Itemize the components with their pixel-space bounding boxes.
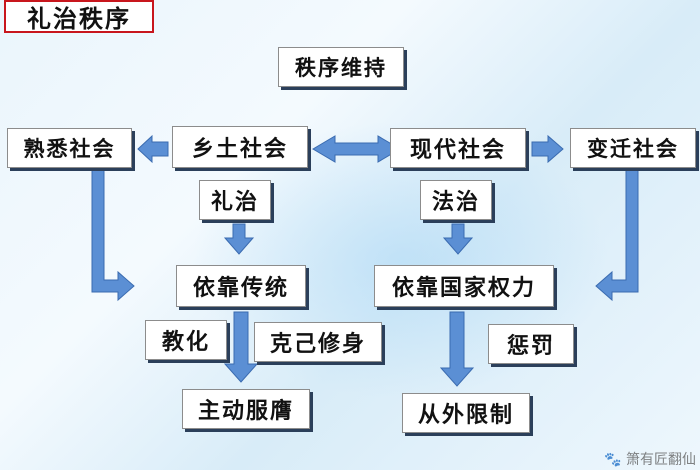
arrow-modern-to-changing [531,134,564,164]
arrow-rural-to-familiar [137,134,169,164]
node-rural-society: 乡土社会 [172,126,308,168]
node-punishment: 惩罚 [488,324,574,364]
diagram-title: 礼治秩序 [4,0,154,33]
arrow-familiar-to-tradition [91,167,135,302]
node-rely-tradition: 依靠传统 [176,265,306,307]
node-familiar-society: 熟悉社会 [7,128,132,168]
node-rule-by-law: 法治 [420,180,492,220]
arrow-changing-to-state [595,167,639,302]
arrow-rites-to-tradition [223,223,255,255]
node-self-cultivation: 克己修身 [254,322,382,362]
node-order-maintain: 秩序维持 [278,47,404,87]
node-modern-society: 现代社会 [390,128,526,168]
node-education: 教化 [145,320,227,360]
node-voluntary-compliance: 主动服膺 [182,389,310,429]
arrow-law-to-state [442,223,474,255]
arrow-tradition-to-compliance [223,311,259,383]
node-external-restriction: 从外限制 [402,393,530,433]
node-rule-by-rites: 礼治 [199,180,271,220]
node-rely-state-power: 依靠国家权力 [374,265,554,307]
arrow-state-to-restriction [439,311,475,387]
double-arrow-rural-modern [312,135,401,163]
watermark: 🐾 箫有匠翻仙 [604,452,696,468]
node-changing-society: 变迁社会 [570,128,696,168]
